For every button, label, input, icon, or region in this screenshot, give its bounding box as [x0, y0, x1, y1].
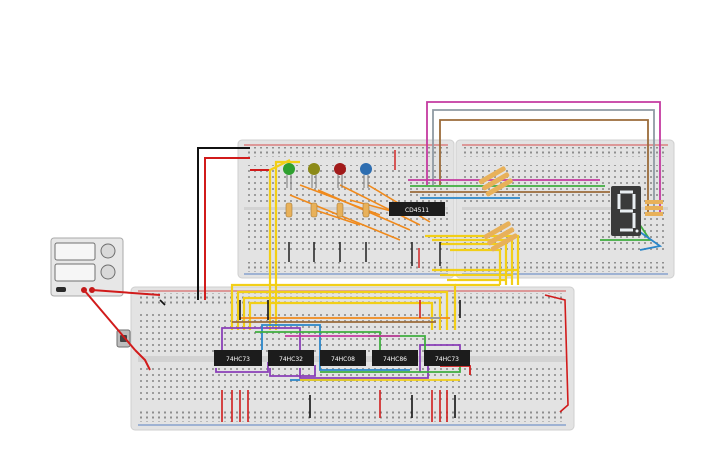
led-row — [283, 163, 372, 188]
chip-3: 74HC08 — [320, 350, 366, 366]
led-green — [283, 163, 295, 188]
chip-5: 74HC73 — [424, 350, 470, 366]
chip-4: 74HC86 — [372, 350, 418, 366]
led-resistors — [285, 202, 370, 218]
chip-2-label: 74HC32 — [279, 356, 303, 363]
display-wires — [408, 101, 663, 251]
power-wires-top — [394, 150, 420, 268]
led-blue — [360, 163, 372, 188]
led-red — [334, 163, 346, 188]
decoder-ic: CD4511 — [389, 202, 445, 216]
decoder-ic-label: CD4511 — [405, 207, 429, 214]
segment-resistors — [478, 166, 663, 252]
power-wires — [83, 147, 270, 371]
chip-4-label: 74HC86 — [383, 356, 407, 363]
reset-pushbutton[interactable] — [116, 329, 131, 348]
chip-5-label: 74HC73 — [435, 356, 459, 363]
chip-1-label: 74HC73 — [226, 356, 250, 363]
ground-wires-top — [288, 242, 441, 266]
power-supply[interactable] — [50, 237, 124, 297]
chip-2: 74HC32 — [268, 350, 314, 366]
main-board-legs — [159, 294, 569, 422]
breadboard-top-left — [237, 139, 455, 279]
led-olive — [308, 163, 320, 188]
yellow-wires — [230, 159, 520, 330]
seven-segment-display — [611, 186, 641, 236]
chip-1: 74HC73 — [214, 350, 262, 366]
main-board-wires — [215, 317, 471, 381]
breadboard-top-right — [455, 139, 675, 279]
chip-3-label: 74HC08 — [331, 356, 355, 363]
